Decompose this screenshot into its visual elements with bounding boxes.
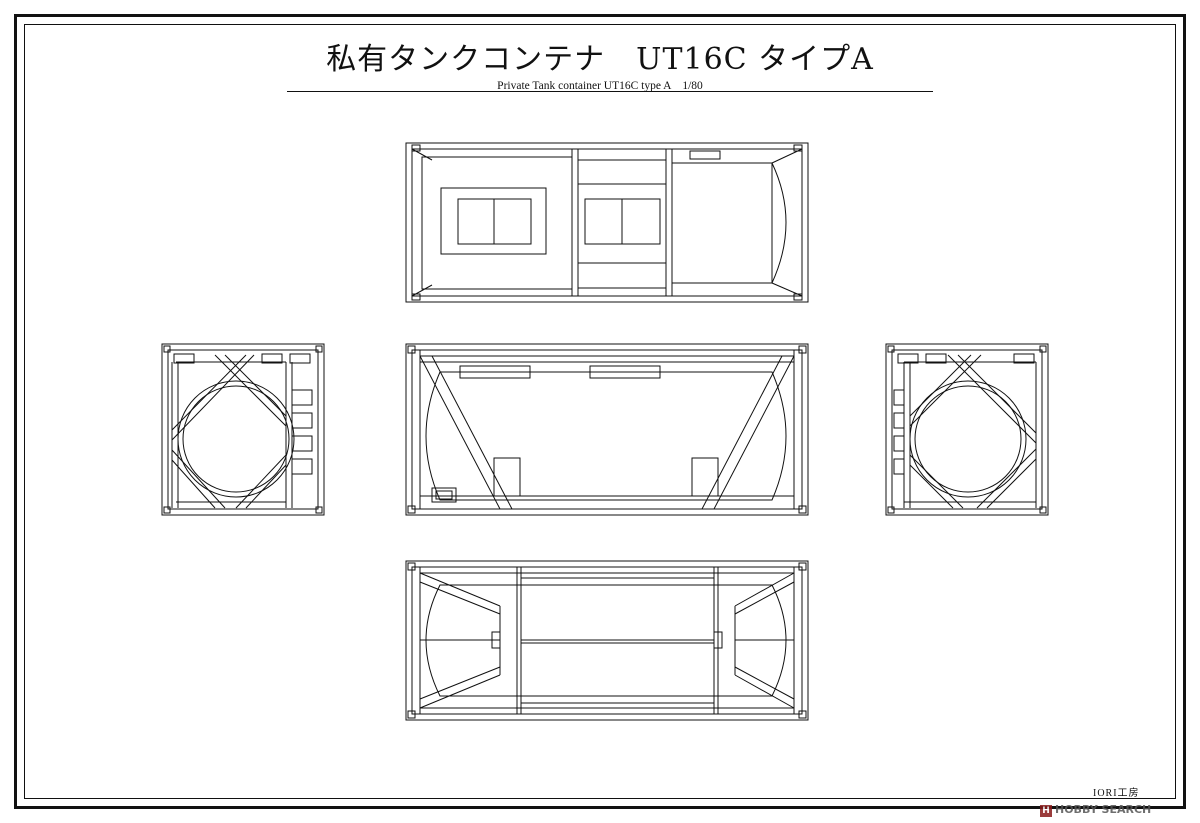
drawing-subtitle: Private Tank container UT16C type A 1/80 <box>497 80 703 92</box>
title-rule <box>287 91 933 92</box>
watermark-text: HOBBY SEARCH <box>1055 803 1152 816</box>
bottom-view <box>405 560 809 721</box>
outer-border <box>14 14 1186 809</box>
left-end-view <box>161 343 325 516</box>
maker-brand: IORI工房 <box>1093 788 1140 799</box>
drawing-title: 私有タンクコンテナ UT16C タイプA <box>326 42 874 77</box>
right-end-view <box>885 343 1049 516</box>
inner-border <box>24 24 1176 799</box>
side-view <box>405 343 809 516</box>
top-view <box>405 142 809 303</box>
watermark-logo-icon: H <box>1040 805 1052 817</box>
